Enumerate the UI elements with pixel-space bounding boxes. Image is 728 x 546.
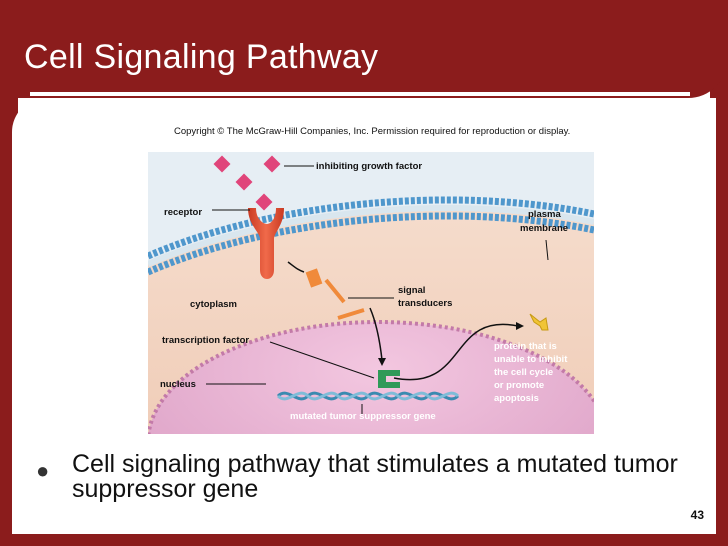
copyright-notice: Copyright © The McGraw-Hill Companies, I… (174, 126, 571, 137)
label-inhibiting-growth-factor: inhibiting growth factor (316, 161, 423, 172)
signal-transducer (305, 268, 323, 288)
label-mutated-gene: mutated tumor suppressor gene (290, 411, 436, 422)
title-band (0, 0, 728, 98)
cell-diagram: inhibiting growth factor receptor plasma… (148, 152, 594, 434)
label-protein-line-1: protein that is (494, 341, 557, 352)
label-transcription-factor: transcription factor (162, 335, 250, 346)
label-protein-line-2: unable to inhibit (494, 354, 568, 365)
membrane-core (148, 204, 594, 267)
signal-transducer (337, 308, 365, 320)
membrane-outer-layer (148, 196, 594, 260)
label-protein-line-4: or promote (494, 380, 545, 391)
signal-transducer (324, 278, 346, 304)
label-membrane: membrane (520, 223, 569, 234)
page-number: 43 (690, 508, 704, 522)
bullet-text: Cell signaling pathway that stimulates a… (72, 450, 678, 503)
slide-title: Cell Signaling Pathway (24, 38, 379, 76)
leader-line (269, 341, 375, 379)
nucleus-body (148, 322, 594, 434)
arrowhead (516, 322, 524, 330)
cell-diagram-svg (148, 152, 594, 434)
arrowhead (378, 358, 386, 366)
title-underline (30, 92, 690, 96)
dna-helix (276, 391, 460, 401)
receptor-protein (248, 208, 284, 279)
label-protein-line-5: apoptosis (494, 393, 539, 404)
leader-line (545, 239, 549, 261)
pathway-arrow (369, 307, 383, 361)
pathway-arrow (287, 261, 305, 273)
pathway-arrow (393, 323, 519, 381)
bullet-icon: ● (36, 458, 50, 483)
transcription-factor-protein (378, 370, 400, 388)
label-nucleus: nucleus (160, 379, 196, 390)
label-transducers: transducers (398, 298, 453, 309)
label-signal: signal (398, 285, 426, 296)
label-receptor: receptor (164, 207, 203, 218)
label-cytoplasm: cytoplasm (190, 299, 237, 310)
membrane-inner-layer (148, 212, 594, 276)
label-plasma: plasma (528, 209, 561, 220)
protein-product (529, 313, 549, 331)
label-protein-line-3: the cell cycle (494, 367, 554, 378)
